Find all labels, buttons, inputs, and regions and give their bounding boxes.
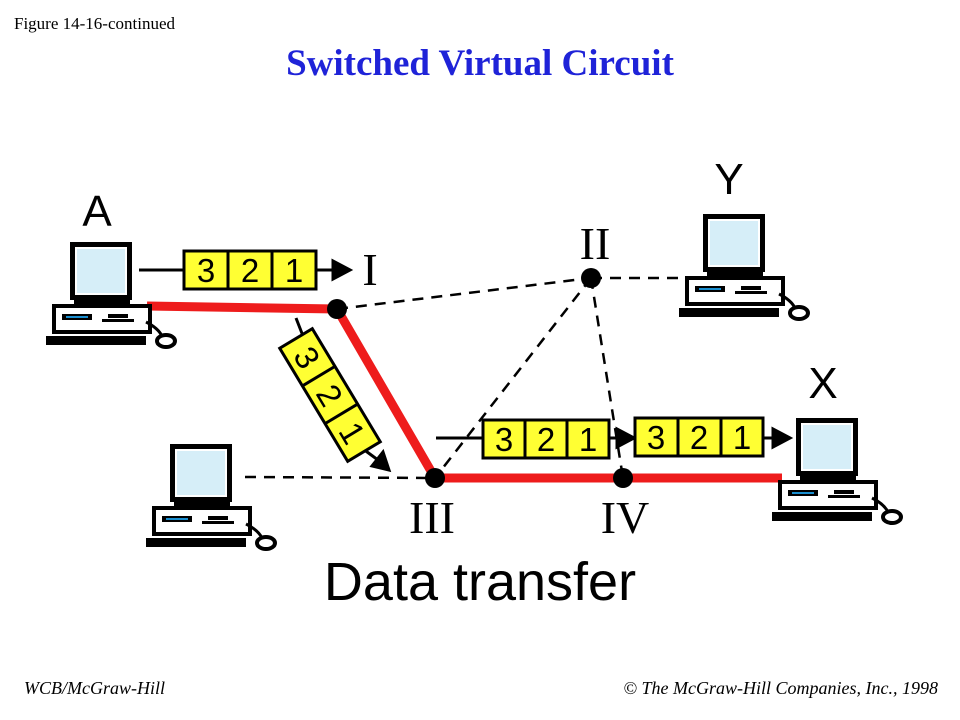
station-label-x: X [808,359,837,408]
link-ii-iii [434,277,592,479]
packet-d-seg-2: 2 [690,419,708,456]
switch-label-i: I [362,244,377,295]
computer-a-icon [44,240,177,349]
diagram-caption: Data transfer [324,552,636,612]
computer-x-icon [770,416,903,525]
station-label-a: A [82,187,112,236]
packet-a-to-i: 3 2 1 [182,249,318,291]
packet-iv-to-x: 3 2 1 [633,416,765,458]
packet-a-seg-1: 3 [197,252,215,289]
computer-unlabeled-icon [144,442,277,551]
packet-c-seg-1: 3 [495,421,513,458]
packet-iii-to-iv: 3 2 1 [481,418,611,460]
page-title: Switched Virtual Circuit [286,43,674,84]
switch-label-iii: III [409,492,455,543]
footer-copyright: © The McGraw-Hill Companies, Inc., 1998 [623,678,938,698]
link-i-ii [336,276,592,311]
computer-y-icon [677,212,810,321]
packet-c-seg-3: 1 [579,421,597,458]
switch-node-ii [581,268,601,288]
switch-node-iv [613,468,633,488]
packet-a-seg-3: 1 [285,252,303,289]
switch-label-iv: IV [601,492,650,543]
packet-c-seg-2: 2 [537,421,555,458]
footer-publisher: WCB/McGraw-Hill [24,678,165,698]
figure-label: Figure 14-16-continued [14,14,175,33]
link-ii-iv [589,277,625,479]
packet-i-to-iii: 3 2 1 [277,326,383,464]
switch-label-ii: II [580,218,611,269]
station-label-y: Y [714,155,743,204]
link-host-iii [244,475,436,480]
switch-node-iii [425,468,445,488]
switch-node-i [327,299,347,319]
packet-d-seg-1: 3 [647,419,665,456]
packet-a-seg-2: 2 [241,252,259,289]
packet-d-seg-3: 1 [733,419,751,456]
